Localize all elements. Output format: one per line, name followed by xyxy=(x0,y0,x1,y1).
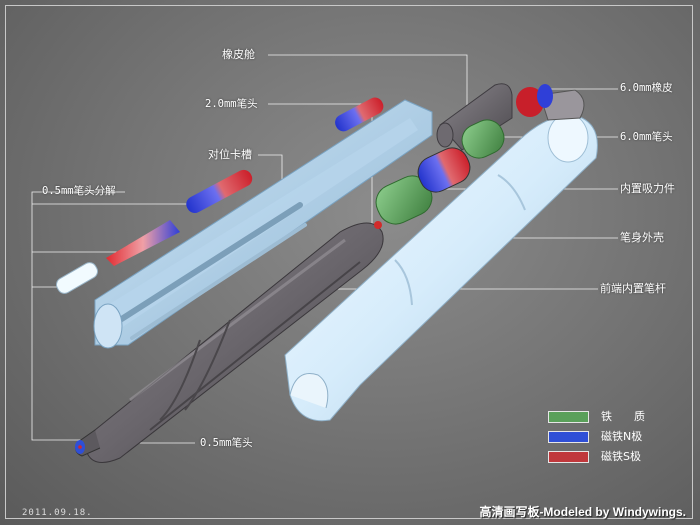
label-internal-suction: 内置吸力件 xyxy=(620,182,675,195)
internal-suction-parts xyxy=(375,147,471,225)
pen-shell xyxy=(284,113,598,422)
tip-05-exploded-parts xyxy=(56,169,253,294)
legend-label-magnet-s: 磁铁S极 xyxy=(601,450,641,463)
legend-swatch-iron xyxy=(548,411,589,423)
legend-label-magnet-n: 磁铁N极 xyxy=(601,430,643,443)
legend-swatch-magnet-n xyxy=(548,431,589,443)
label-tip-2mm: 2.0mm笔头 xyxy=(205,98,258,110)
eraser-bay xyxy=(436,83,513,151)
legend-label-iron: 铁 质 xyxy=(601,410,645,423)
leader-eraser-bay xyxy=(268,54,468,118)
iron-piece-6mm xyxy=(461,119,505,159)
tip-2mm-part xyxy=(335,97,384,132)
half-shell xyxy=(93,99,433,349)
label-tip-05: 0.5mm笔头 xyxy=(200,437,253,449)
label-front-inner-rod: 前端内置笔杆 xyxy=(600,282,666,295)
legend-swatch-magnet-s xyxy=(548,451,589,463)
label-pen-shell: 笔身外壳 xyxy=(620,231,664,244)
label-eraser-6mm: 6.0mm橡皮 xyxy=(620,82,673,94)
eraser-6mm-part xyxy=(516,84,585,121)
watermark: 高清画写板-Modeled by Windywings. xyxy=(479,505,686,519)
front-inner-rod xyxy=(75,221,384,463)
label-tip-05-exploded: 0.5mm笔头分解 xyxy=(42,185,116,197)
label-alignment-slot: 对位卡槽 xyxy=(208,148,252,161)
label-eraser-bay: 橡皮舱 xyxy=(222,48,255,61)
datestamp: 2011.09.18. xyxy=(22,508,93,518)
leader-tip-05-exploded xyxy=(31,191,125,441)
label-tip-6mm: 6.0mm笔头 xyxy=(620,131,673,143)
